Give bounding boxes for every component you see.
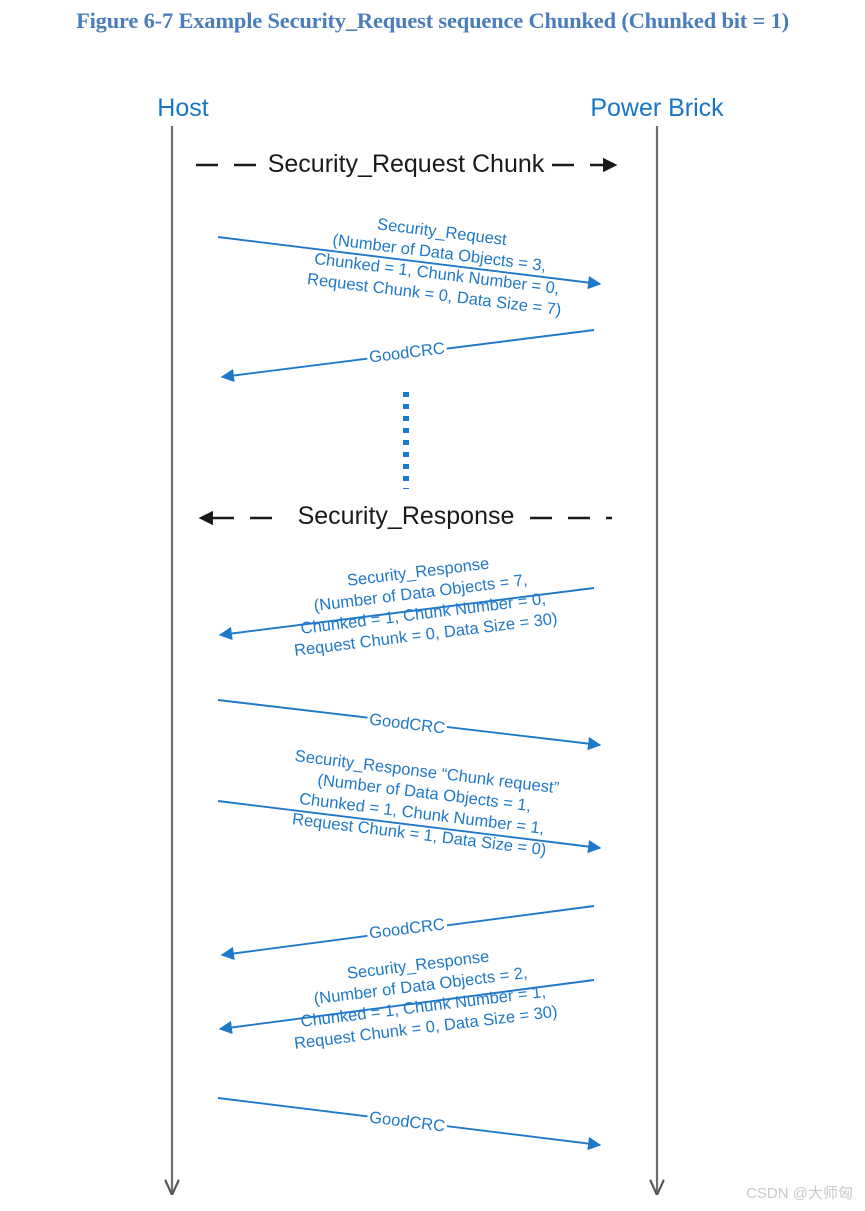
- lifeline-label-power-brick: Power Brick: [590, 94, 724, 122]
- watermark: CSDN @大师匈: [746, 1185, 853, 1202]
- separator-label-security-request-chunk: Security_Request Chunk: [262, 150, 550, 179]
- lifeline-label-host: Host: [157, 94, 209, 122]
- arrow-security-response-chunk-request: [217, 800, 602, 854]
- arrow-security-response-1: [218, 587, 595, 641]
- page-title: Figure 6-7 Example Security_Request sequ…: [76, 8, 789, 33]
- arrow-security-response-2: [218, 979, 595, 1035]
- separator-label-security-response: Security_Response: [292, 502, 520, 531]
- arrow-security-request: [217, 236, 602, 290]
